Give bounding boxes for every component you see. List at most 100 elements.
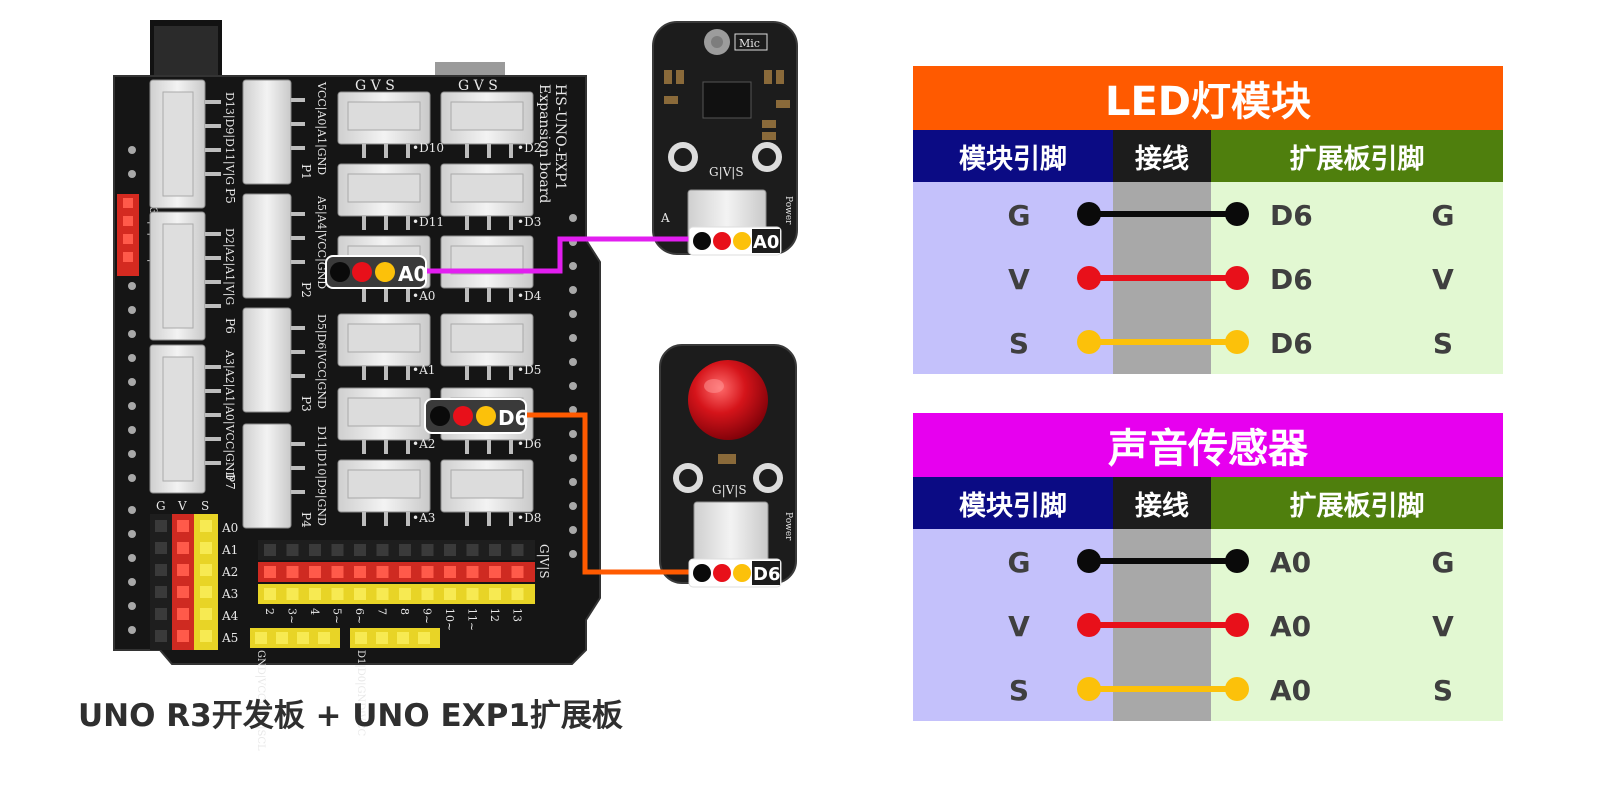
port-p2-pins: A5|A4|VCC|GND: [314, 195, 328, 289]
grove-connector: [440, 313, 534, 380]
led-row-board-pin: G: [1431, 199, 1455, 232]
connector-label: •D8: [517, 511, 541, 525]
analog-gvs-v: V: [177, 499, 187, 513]
digital-pin-label: 7: [376, 608, 389, 615]
led-row-s: S D6 S: [913, 310, 1503, 374]
sound-row-s: S A0 S: [913, 657, 1503, 721]
sound-row-module-pin: S: [1008, 674, 1030, 707]
connector-label: •A3: [412, 511, 435, 525]
grove-connector: [337, 459, 431, 526]
port-p6-pins: D2|A2|A1|V|G: [222, 228, 236, 305]
port-p1-name: P1: [299, 164, 313, 180]
right-edge-holes: [569, 214, 577, 558]
sound-sensor-module: Mic G|V|S A Power: [652, 21, 798, 255]
led-table-header: 模块引脚 接线 扩展板引脚: [913, 130, 1503, 182]
sound-row-v: V A0 V: [913, 593, 1503, 657]
sound-row-board-pin: G: [1431, 546, 1455, 579]
connector-label: •D5: [517, 363, 541, 377]
led-wire-g: [1089, 211, 1237, 217]
analog-pin-label: A1: [221, 543, 238, 557]
sound-wire-g: [1089, 558, 1237, 564]
mic-pin-label: G|V|S: [709, 165, 744, 179]
port-p4-pins: D11|D10|D9|GND: [314, 426, 328, 526]
grove-connector: [337, 313, 431, 380]
connector-label: •D6: [517, 437, 541, 451]
digital-pin-label: 9~: [421, 608, 434, 624]
led-wire-s: [1089, 339, 1237, 345]
left-connectors: [149, 79, 221, 494]
grove-connector: [440, 91, 534, 158]
mic-power-label: Power: [783, 196, 793, 225]
led-row-board-pin: V: [1432, 263, 1454, 296]
led-row-v: V D6 V: [913, 246, 1503, 310]
port-p7-pins: A3|A2|A1|A0|VCC|GND: [222, 349, 236, 480]
sound-wire-s: [1089, 686, 1237, 692]
digital-pin-label: 5~: [331, 608, 344, 624]
grove-connector: [337, 91, 431, 158]
led-row-module-pin: V: [1008, 263, 1030, 296]
connector-label: •D2: [517, 141, 541, 155]
port-p5-name: P5: [223, 188, 237, 204]
connector-label: •D4: [517, 289, 542, 303]
tag-led-d6: D6: [688, 558, 782, 588]
sound-header-wiring: 接线: [1113, 477, 1211, 529]
tag-mic-a0: A0: [688, 226, 782, 256]
sound-row-board-pin: V: [1432, 610, 1454, 643]
middle-connectors: [242, 79, 305, 529]
sound-row-module-pin: G: [1007, 546, 1031, 579]
tag-board-d6-label: D6: [498, 406, 529, 430]
led-table-body: G D6 G V D6 V S D6 S: [913, 182, 1503, 374]
amplifier-chip: [702, 81, 752, 119]
connector-label: •D11: [412, 215, 444, 229]
digital-pin-label: 13: [511, 608, 524, 622]
led-header-module-pin: 模块引脚: [913, 130, 1113, 182]
digital-pin-label: 6~: [353, 608, 366, 624]
grove-connector: [337, 387, 431, 454]
sound-row-board-port: A0: [1270, 610, 1312, 643]
sound-header-board-pin: 扩展板引脚: [1211, 477, 1503, 529]
port-p1-pins: VCC|A0|A1|GND: [314, 81, 328, 175]
mic-chip-label: Mic: [739, 37, 760, 50]
led-wiring-table: LED灯模块 模块引脚 接线 扩展板引脚 G D6 G V D6 V S D6 …: [913, 66, 1503, 374]
led-table-title: LED灯模块: [913, 66, 1503, 130]
grove-connector: [440, 459, 534, 526]
tag-board-a0: A0: [325, 255, 427, 289]
digital-pin-label: 2: [263, 608, 276, 615]
sound-table-title: 声音传感器: [913, 413, 1503, 477]
led-row-board-port: D6: [1270, 327, 1313, 360]
led-row-board-pin: S: [1432, 327, 1454, 360]
digital-pin-label: 4: [308, 608, 321, 615]
led-row-module-pin: S: [1008, 327, 1030, 360]
led-row-module-pin: G: [1007, 199, 1031, 232]
analog-gvs-s: S: [201, 499, 209, 513]
sound-wiring-table: 声音传感器 模块引脚 接线 扩展板引脚 G A0 G V A0 V S A0 S: [913, 413, 1503, 721]
port-p6-name: P6: [223, 318, 237, 334]
board-subtitle: Expansion board: [536, 84, 552, 203]
mic-mark: A: [660, 211, 670, 225]
port-p2-name: P2: [299, 282, 313, 298]
bottom-left-label: GND|VCC|SDA|SCL: [255, 650, 266, 751]
sound-row-module-pin: V: [1008, 610, 1030, 643]
connector-label: •A0: [412, 289, 435, 303]
led-wire-v: [1089, 275, 1237, 281]
sound-table-body: G A0 G V A0 V S A0 S: [913, 529, 1503, 721]
sound-table-header: 模块引脚 接线 扩展板引脚: [913, 477, 1503, 529]
grove-connector: [337, 163, 431, 230]
tag-board-d6: D6: [424, 398, 529, 434]
connector-label: •A2: [412, 437, 435, 451]
analog-pin-label: A0: [221, 521, 238, 535]
port-p7-name: P7: [223, 474, 237, 490]
board-title: HS-UNO-EXP1: [552, 84, 568, 190]
sound-row-board-port: A0: [1270, 546, 1312, 579]
board-caption: UNO R3开发板 + UNO EXP1扩展板: [78, 698, 623, 734]
connector-label: •D3: [517, 215, 541, 229]
led-row-board-port: D6: [1270, 263, 1313, 296]
bottom-headers: GND|VCC|SDA|SCL D1|D0|GND|VCC: [250, 628, 440, 751]
led-module: G|V|S Power: [659, 344, 797, 584]
port-p4-name: P4: [299, 512, 313, 528]
analog-pin-label: A4: [221, 609, 239, 623]
wire-mic-a0: [423, 236, 695, 274]
